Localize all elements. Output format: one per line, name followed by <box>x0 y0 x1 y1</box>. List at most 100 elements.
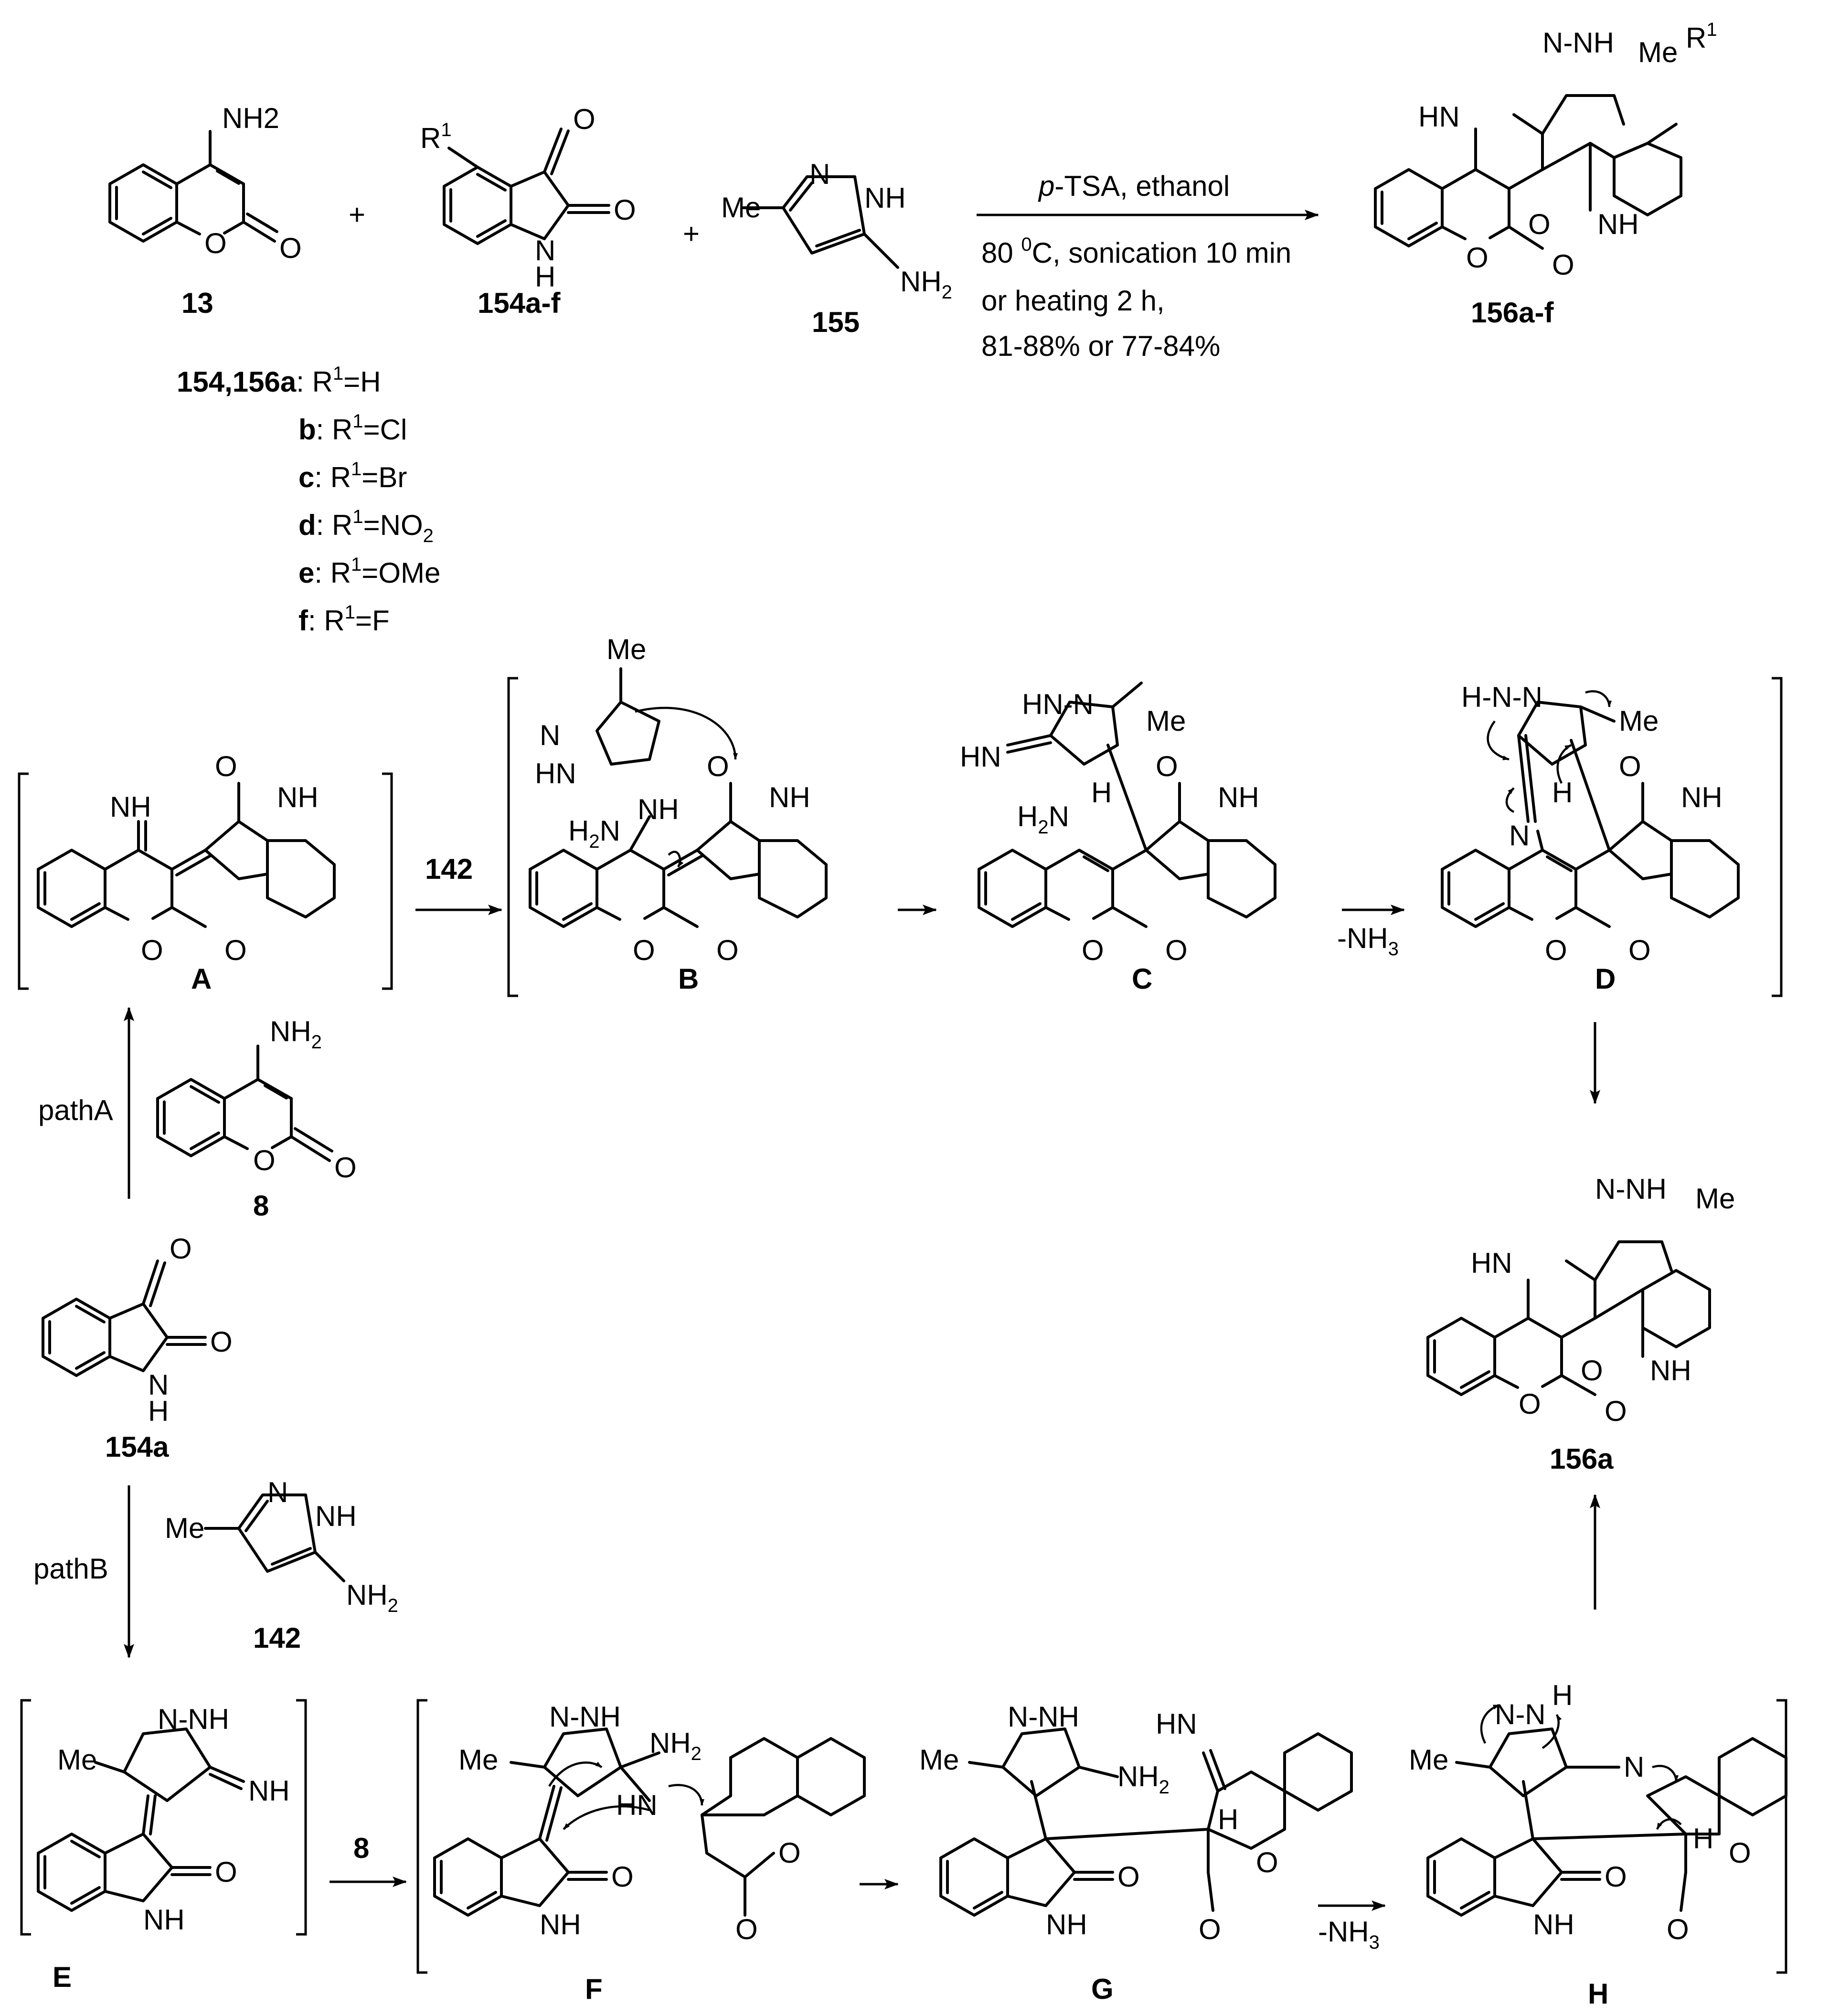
b-amine: H2N <box>568 815 620 852</box>
reagent-minus-nh3-2: -NH3 <box>1318 1916 1380 1953</box>
path-b-label: pathB <box>33 1553 108 1585</box>
reagent-minus-nh3-1: -NH3 <box>1337 922 1399 960</box>
bracket-bd-right <box>1772 677 1783 997</box>
h-imine-n: N <box>1624 1751 1644 1783</box>
ring-oxygen-label: O <box>204 227 227 259</box>
intermediate-d-structure: H-N-N Me N H O NH O O <box>1441 681 1740 966</box>
reagent-8-label: 8 <box>353 1832 369 1864</box>
product-ring-o: O <box>1466 242 1489 274</box>
compound-155-label: 155 <box>812 306 860 338</box>
142-methyl: Me <box>165 1512 204 1544</box>
intermediate-f-label: F <box>585 1973 603 2005</box>
d-pyrazole: H-N-N <box>1461 681 1542 713</box>
e-pyrazole: N-NH <box>158 1703 229 1735</box>
condition-yields: 81-88% or 77-84% <box>981 330 1220 362</box>
condition-temperature: 80 0C, sonication 10 min <box>981 234 1291 269</box>
bracket-e-left <box>20 1699 31 1936</box>
h-h-top: H <box>1552 1679 1573 1711</box>
142-n: N <box>267 1476 288 1508</box>
142-amine: NH2 <box>346 1579 398 1616</box>
a-lactam-o: O <box>215 750 237 782</box>
intermediate-e-structure: N-NH Me NH O NH <box>37 1703 290 1936</box>
h-h: H <box>1693 1823 1713 1855</box>
compound-154a-structure: O O N H <box>42 1233 233 1427</box>
intermediate-c-label: C <box>1132 963 1152 995</box>
plus-sign-2: + <box>683 218 700 250</box>
c-lactam-nh: NH <box>1218 781 1259 813</box>
b-ring-o: O <box>633 934 655 966</box>
intermediate-g-label: G <box>1091 1973 1114 2005</box>
product-lactam-o: O <box>1528 208 1551 240</box>
isatin-nitrogen: N <box>535 235 555 267</box>
compound-142-label: 142 <box>253 1622 301 1654</box>
g-ring-o: O <box>1256 1846 1278 1878</box>
h-nh: NH <box>1533 1909 1574 1941</box>
isatin-amide-oxygen: O <box>614 194 636 226</box>
compound-13-structure: NH2 O O <box>108 102 302 264</box>
substituent-row-f: f: R1=F <box>298 602 390 637</box>
bracket-a-left <box>18 772 29 990</box>
b-pyrazole-n: N <box>540 719 560 751</box>
bracket-fh-right <box>1776 1699 1787 1974</box>
product-r1: R1 <box>1686 19 1717 54</box>
g-methyl: Me <box>919 1744 959 1776</box>
intermediate-g-structure: N-NH Me NH2 HN H O NH O O <box>919 1701 1353 1945</box>
plus-sign-1: + <box>349 199 365 231</box>
condition-catalyst: p-TSA, ethanol <box>1038 170 1230 202</box>
intermediate-f-structure: N-NH Me NH2 HN O NH O O <box>433 1701 866 1945</box>
path-a-label: pathA <box>38 1094 113 1126</box>
b-lactam-nh: NH <box>769 781 810 813</box>
b-lactam-o: O <box>707 750 729 782</box>
coumarin-8-carbonyl-o: O <box>334 1152 357 1184</box>
154a-amide-o: O <box>210 1326 233 1358</box>
f-amine: NH2 <box>649 1727 702 1764</box>
isatin-hydrogen: H <box>535 261 555 293</box>
g-carbonyl-o: O <box>1199 1913 1221 1945</box>
substituent-row-d: d: R1=NO2 <box>298 506 434 546</box>
f-pyrazole: N-NH <box>549 1701 621 1733</box>
bracket-fh-left <box>416 1699 427 1974</box>
b-methyl: Me <box>606 633 646 665</box>
a-ring-o: O <box>141 934 163 966</box>
c-h: H <box>1091 777 1112 809</box>
product-156-structure: N-NH Me R1 HN O NH O O <box>1374 19 1717 281</box>
c-pyrazole-hn: HN-N <box>1022 688 1094 720</box>
g-lactam-o: O <box>1117 1861 1140 1893</box>
substituent-row-e: e: R1=OMe <box>298 554 440 589</box>
pyrazole-n2: N <box>809 158 830 190</box>
bracket-e-right <box>296 1699 307 1936</box>
f-nh: NH <box>540 1909 581 1941</box>
156a-lactam-o: O <box>1581 1355 1603 1387</box>
substituent-list: 154,156a: R1=H b: R1=Cl c: R1=Br d: R1=N… <box>177 363 440 637</box>
142-nh: NH <box>315 1500 357 1532</box>
product-lactam-nh: NH <box>1597 208 1639 240</box>
c-ring-o: O <box>1082 934 1104 966</box>
d-imine-n: N <box>1509 820 1530 852</box>
reagent-142-label: 142 <box>425 853 473 885</box>
e-imine: NH <box>248 1775 290 1807</box>
product-carbonyl-o: O <box>1552 249 1574 281</box>
intermediate-h-structure: N-N H Me N H O NH O O <box>1409 1679 1787 1945</box>
carbonyl-oxygen-label: O <box>279 232 302 264</box>
condition-heating: or heating 2 h, <box>981 285 1165 317</box>
e-methyl: Me <box>57 1744 97 1776</box>
methyl-label: Me <box>721 192 761 224</box>
g-amine: NH2 <box>1117 1760 1170 1798</box>
f-ring-o: O <box>778 1837 801 1869</box>
h-ring-o: O <box>1729 1837 1751 1869</box>
g-h: H <box>1218 1803 1238 1835</box>
intermediate-h-label: H <box>1588 1978 1608 2010</box>
intermediate-a-structure: NH O NH O O <box>37 750 336 966</box>
154a-ketone-o: O <box>170 1233 192 1265</box>
156a-ring-o: O <box>1519 1388 1541 1420</box>
h-methyl: Me <box>1409 1744 1448 1776</box>
e-nh: NH <box>143 1904 185 1936</box>
substituent-row-b: b: R1=Cl <box>298 411 407 446</box>
c-carbonyl-o: O <box>1165 934 1188 966</box>
156a-hn: HN <box>1471 1247 1512 1279</box>
f-lactam-o: O <box>611 1861 634 1893</box>
a-imine: NH <box>110 791 151 823</box>
compound-142-structure: N NH Me NH2 <box>165 1476 398 1616</box>
156a-carbonyl-o: O <box>1605 1395 1627 1427</box>
